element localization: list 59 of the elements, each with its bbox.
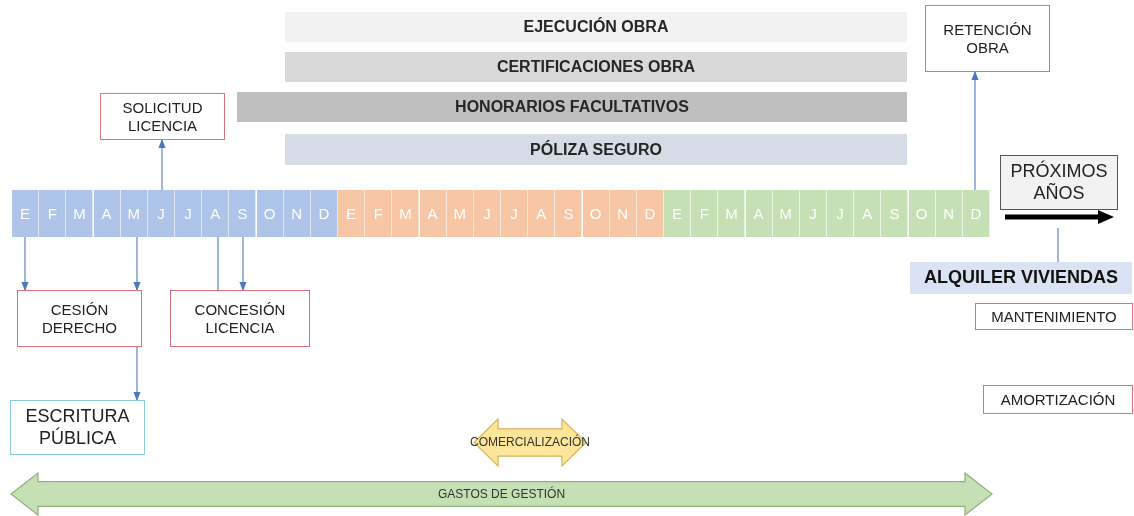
month-cell: O <box>256 190 284 237</box>
timeline-bar: EJECUCIÓN OBRA <box>285 12 907 42</box>
month-cell: D <box>636 190 664 237</box>
arrow <box>239 236 247 291</box>
month-cell: E <box>664 190 692 237</box>
label-box: RETENCIÓN OBRA <box>925 5 1050 72</box>
label-box: ALQUILER VIVIENDAS <box>910 262 1132 294</box>
month-cell: O <box>908 190 936 237</box>
arrow-label: COMERCIALIZACIÓN <box>470 435 590 450</box>
month-cell: J <box>799 190 827 237</box>
month-cell: M <box>772 190 800 237</box>
arrow <box>133 346 141 401</box>
label-box: CONCESIÓN LICENCIA <box>170 290 310 347</box>
arrow <box>21 236 29 291</box>
month-cell: M <box>446 190 474 237</box>
month-cell: N <box>609 190 637 237</box>
arrow-label: GASTOS DE GESTIÓN <box>437 486 566 502</box>
month-cell: A <box>202 190 230 237</box>
month-cell: A <box>854 190 882 237</box>
month-cell: J <box>175 190 203 237</box>
month-cell: A <box>745 190 773 237</box>
month-cell: M <box>718 190 746 237</box>
month-cell: A <box>528 190 556 237</box>
label-box: SOLICITUD LICENCIA <box>100 93 225 140</box>
month-cell: J <box>473 190 501 237</box>
label-box: ESCRITURA PÚBLICA <box>10 400 145 455</box>
month-cell: J <box>827 190 855 237</box>
month-cell: M <box>120 190 148 237</box>
month-cell: D <box>962 190 990 237</box>
month-cell: O <box>582 190 610 237</box>
label-box: MANTENIMIENTO <box>975 303 1133 330</box>
month-cell: M <box>66 190 94 237</box>
month-cell: A <box>419 190 447 237</box>
label-box: CESIÓN DERECHO <box>17 290 142 347</box>
month-cell: F <box>39 190 67 237</box>
month-cell: S <box>229 190 257 237</box>
month-cell: N <box>935 190 963 237</box>
label-box: AMORTIZACIÓN <box>983 385 1133 414</box>
month-cell: E <box>338 190 366 237</box>
month-cell: F <box>691 190 719 237</box>
label-box: PRÓXIMOS AÑOS <box>1000 155 1118 210</box>
month-cell: N <box>283 190 311 237</box>
arrow <box>133 236 141 291</box>
month-cell: S <box>881 190 909 237</box>
arrow <box>971 71 979 191</box>
connector-line <box>1057 227 1059 263</box>
month-cell: E <box>12 190 40 237</box>
timeline-bar: PÓLIZA SEGURO <box>285 134 907 165</box>
month-cell: J <box>147 190 175 237</box>
month-cell: D <box>310 190 338 237</box>
month-cell: F <box>365 190 393 237</box>
timeline-bar: CERTIFICACIONES OBRA <box>285 52 907 82</box>
connector-line <box>217 236 219 291</box>
month-cell: A <box>93 190 121 237</box>
month-cell: J <box>501 190 529 237</box>
month-cell: S <box>555 190 583 237</box>
arrow <box>158 139 166 191</box>
timeline-bar: HONORARIOS FACULTATIVOS <box>237 92 907 122</box>
month-cell: M <box>392 190 420 237</box>
